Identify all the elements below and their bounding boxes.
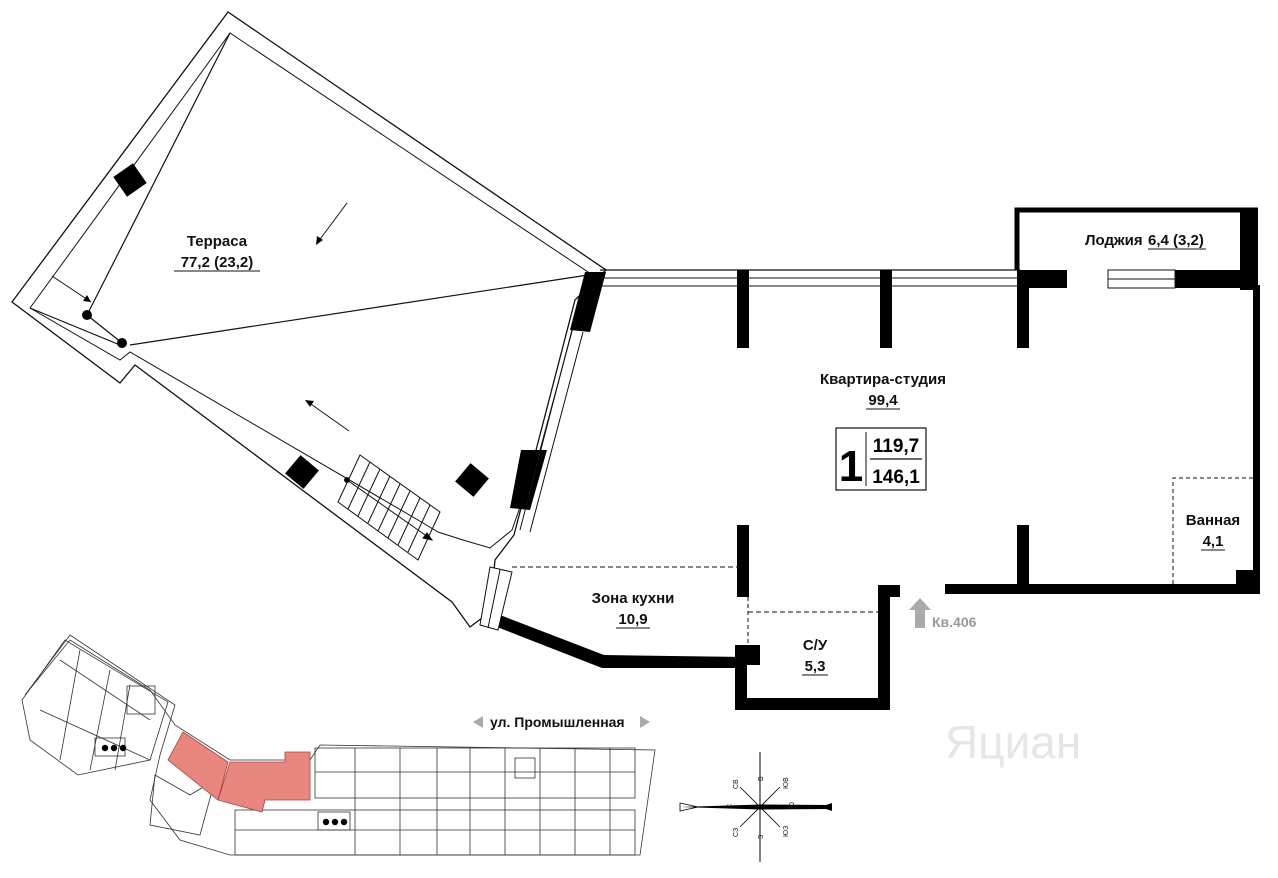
terrace-area-value: 77,2 (23,2) bbox=[181, 254, 254, 271]
arrow-left-icon bbox=[473, 716, 483, 728]
apartment-walls bbox=[479, 207, 1260, 710]
bathroom-label: Ванная 4,1 bbox=[1186, 512, 1240, 551]
loggia-label: Лоджия 6,4 (3,2) bbox=[1085, 232, 1206, 250]
loggia-name: Лоджия bbox=[1085, 232, 1143, 249]
compass-nw: СЗ bbox=[733, 828, 740, 837]
kitchen-label: Зона кухни 10,9 bbox=[592, 590, 675, 629]
neighbor-label: Кв.406 bbox=[932, 614, 977, 630]
arrow-right-icon bbox=[640, 716, 650, 728]
terrace-area bbox=[11, 11, 608, 628]
highlight-terrace bbox=[167, 731, 229, 801]
street-label: ул. Промышленная bbox=[473, 714, 650, 730]
rooms-count: 1 bbox=[839, 442, 863, 491]
studio-area-value: 99,4 bbox=[868, 392, 898, 409]
wc-area-value: 5,3 bbox=[805, 658, 826, 675]
compass-n: С bbox=[727, 804, 734, 809]
apartment-badge: 1 119,7 146,1 bbox=[835, 427, 927, 491]
key-plan-highlight bbox=[101, 731, 348, 826]
key-plan bbox=[21, 634, 656, 856]
compass-needle-icon bbox=[680, 804, 832, 810]
kitchen-area-value: 10,9 bbox=[618, 611, 647, 628]
terrace-name: Терраса bbox=[187, 233, 248, 250]
compass-rose: С Ю В З СВ СЗ ЮВ ЮЗ bbox=[679, 752, 832, 862]
up-arrow-icon bbox=[909, 598, 931, 628]
bathroom-name: Ванная bbox=[1186, 512, 1240, 529]
street-name: ул. Промышленная bbox=[490, 714, 625, 730]
studio-name: Квартира-студия bbox=[820, 371, 946, 388]
terrace-label: Терраса 77,2 (23,2) bbox=[174, 233, 260, 272]
compass-ne: СВ bbox=[733, 779, 740, 789]
bathroom-area-value: 4,1 bbox=[1203, 533, 1224, 550]
studio-label: Квартира-студия 99,4 bbox=[820, 371, 946, 410]
wc-name: С/У bbox=[803, 637, 828, 654]
compass-w: З bbox=[758, 835, 765, 839]
compass-sw: ЮЗ bbox=[783, 826, 790, 837]
compass-e: В bbox=[758, 776, 765, 781]
loggia-area-value: 6,4 (3,2) bbox=[1148, 232, 1204, 249]
watermark: Яциан bbox=[945, 716, 1081, 768]
wc-label: С/У 5,3 bbox=[802, 637, 828, 676]
staircase bbox=[337, 454, 441, 561]
area-living: 119,7 bbox=[873, 436, 920, 457]
area-total: 146,1 bbox=[872, 467, 920, 488]
highlight-apartment bbox=[217, 751, 311, 813]
kitchen-name: Зона кухни bbox=[592, 590, 675, 607]
compass-se: ЮВ bbox=[783, 777, 790, 789]
neighbor-entrance: Кв.406 bbox=[909, 598, 977, 630]
compass-s: Ю bbox=[789, 802, 796, 809]
